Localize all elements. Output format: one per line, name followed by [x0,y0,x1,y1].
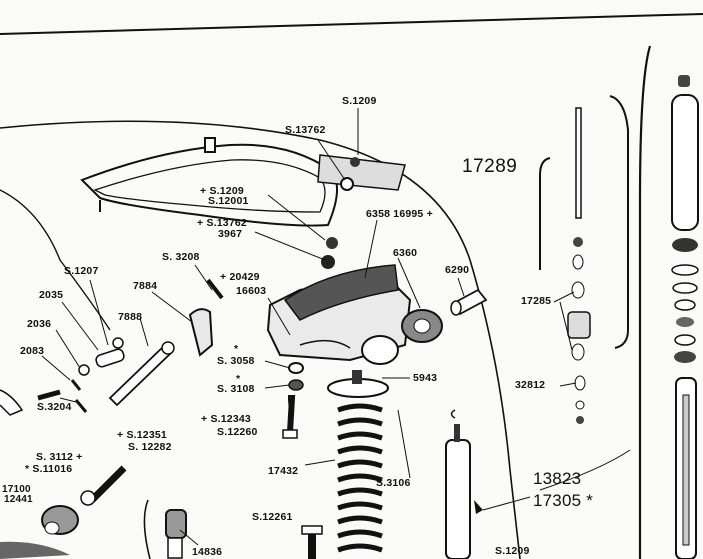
washer-3058 [288,362,304,374]
label-17289: 17289 [462,156,518,177]
label-7888: 7888 [118,311,143,323]
label-s12001: S.12001 [208,195,249,207]
label-17100: 17100 [2,484,31,495]
label-s1209-bottom: S.1209 [495,545,530,557]
bushing-14836 [165,509,187,559]
bracket-right [609,95,629,349]
leader-lines [41,108,631,546]
washer-13762 [321,255,335,269]
label-32812: 32812 [515,379,546,391]
right-panel-parts [671,75,699,559]
bracket-7884 [188,308,214,357]
label-s1207: S.1207 [64,265,99,277]
label-2036: 2036 [27,318,52,330]
label-s3208: S. 3208 [162,251,200,263]
label-s13762-top: S.13762 [285,124,326,136]
left-arc [0,189,111,331]
label-s1209-mid: + S.1209 [200,185,244,197]
shock-absorber-13823 [445,409,471,559]
label-17305: 17305 * [533,491,594,510]
label-20429: + 20429 [220,271,260,283]
label-s12343: + S.12343 [201,413,251,425]
label-s3112: S. 3112 + [36,451,83,463]
bracket-17289 [539,157,551,270]
spring-seat-5943 [327,370,389,398]
label-s3106: S.3106 [376,477,411,489]
label-s12351: + S.12351 [117,429,167,441]
pin-2036 [78,364,90,376]
tool-17289 [567,107,591,424]
main-casting [266,264,412,365]
left-bracket [0,389,24,416]
bolt-12343 [282,395,298,439]
seat-frame [80,137,338,227]
top-border-line [0,13,703,35]
label-s1209-top: S.1209 [342,95,377,107]
label-2035: 2035 [39,289,64,301]
label-s3108: S. 3108 [217,383,255,395]
label-7884: 7884 [133,280,158,292]
pin-3208 [206,278,224,300]
label-6290: 6290 [445,264,470,276]
label-s11016: * S.11016 [25,463,73,475]
label-s13762-mid: + S.13762 [197,217,247,229]
pin-2083 [70,379,82,391]
label-s3108-star: * [236,373,241,385]
label-14836: 14836 [192,546,223,558]
label-17285: 17285 [521,295,552,307]
nut-3967 [326,237,338,249]
label-12441: 12441 [4,494,33,505]
spring-17432 [337,403,383,553]
bushing-6360 [401,309,443,343]
pin-6290 [450,288,488,316]
label-s3204: S.3204 [37,401,72,413]
label-3967: 3967 [218,228,243,240]
bottom-arm [0,541,70,559]
top-plate [317,154,406,191]
label-s12260: S.12260 [217,426,258,438]
washer-3108 [288,379,304,391]
label-s12282: S. 12282 [128,441,172,453]
label-s3058: S. 3058 [217,355,255,367]
label-6360: 6360 [393,247,418,259]
fender-arc [0,120,521,559]
label-6358: 6358 16995 + [366,208,433,220]
label-s3058-star: * [234,343,239,355]
pin-3204 [74,399,88,413]
label-13823: 13823 [533,469,582,488]
label-16603: 16603 [236,285,267,297]
right-panel-line [638,45,652,559]
label-s12261: S.12261 [252,511,293,523]
pin-3204a [37,389,61,401]
rod-7888 [108,341,175,407]
link-2035 [95,337,125,368]
label-17432: 17432 [268,465,299,477]
bushing-12441 [41,505,79,535]
label-5943: 5943 [413,372,438,384]
bolt-12351 [80,465,127,506]
label-2083: 2083 [20,345,45,357]
